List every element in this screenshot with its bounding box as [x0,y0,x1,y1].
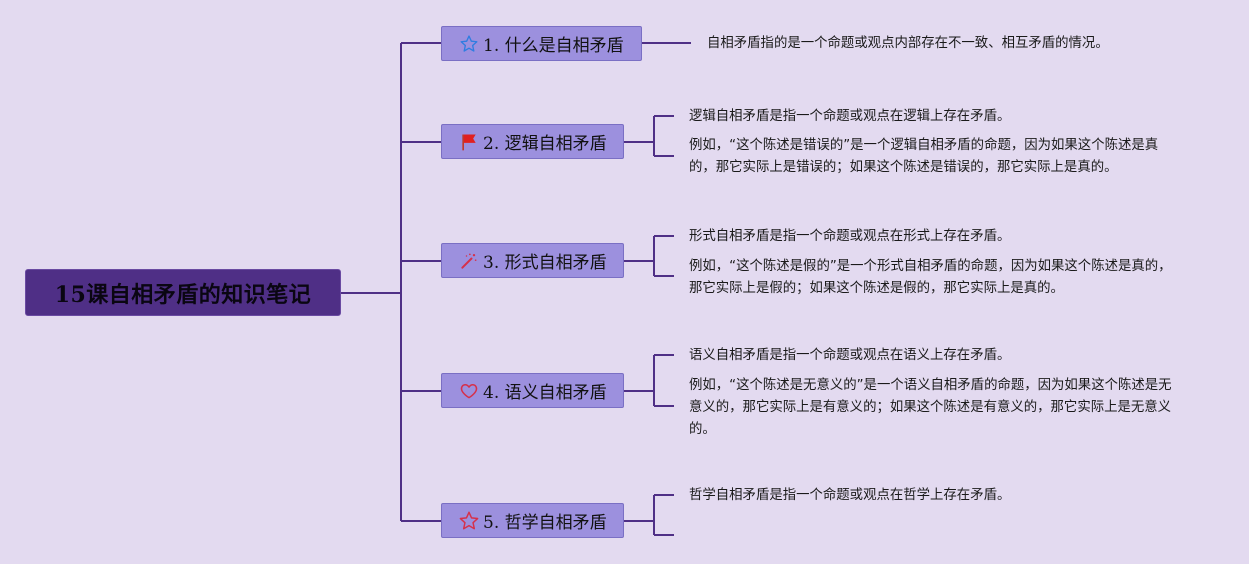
topic-logical-contradiction[interactable]: 2. 逻辑自相矛盾 [441,124,624,159]
root-title: 15课自相矛盾的知识笔记 [54,281,312,308]
note-1-definition: 自相矛盾指的是一个命题或观点内部存在不一致、相互矛盾的情况。 [707,36,1109,51]
topic-label: 1. 什么是自相矛盾 [483,36,624,56]
note-4-definition: 语义自相矛盾是指一个命题或观点在语义上存在矛盾。 [689,348,1011,363]
note-2-definition: 逻辑自相矛盾是指一个命题或观点在逻辑上存在矛盾。 [689,109,1011,124]
note-2-example: 例如，“这个陈述是错误的”是一个逻辑自相矛盾的命题，因为如果这个陈述是真的，那它… [689,138,1159,175]
note-5-definition: 哲学自相矛盾是指一个命题或观点在哲学上存在矛盾。 [689,488,1011,503]
heart-outline-icon [458,380,480,402]
topic-formal-contradiction[interactable]: 3. 形式自相矛盾 [441,243,624,278]
topic-what-is-self-contradiction[interactable]: 1. 什么是自相矛盾 [441,26,642,61]
topic-label: 3. 形式自相矛盾 [483,253,607,273]
topic-label: 4. 语义自相矛盾 [483,383,607,403]
topic-semantic-contradiction[interactable]: 4. 语义自相矛盾 [441,373,624,408]
star-outline-red-icon [458,510,480,532]
root-topic[interactable]: 15课自相矛盾的知识笔记 [25,269,341,316]
topic-label: 2. 逻辑自相矛盾 [483,134,607,154]
note-4-example: 例如，“这个陈述是无意义的”是一个语义自相矛盾的命题，因为如果这个陈述是无意义的… [689,378,1172,437]
note-3-example: 例如，“这个陈述是假的”是一个形式自相矛盾的命题，因为如果这个陈述是真的，那它实… [689,259,1172,296]
note-3-definition: 形式自相矛盾是指一个命题或观点在形式上存在矛盾。 [689,229,1011,244]
topic-philosophical-contradiction[interactable]: 5. 哲学自相矛盾 [441,503,624,538]
red-flag-icon [458,131,480,153]
star-outline-blue-icon [458,33,480,55]
magic-wand-icon [458,250,480,272]
topic-label: 5. 哲学自相矛盾 [483,513,607,533]
